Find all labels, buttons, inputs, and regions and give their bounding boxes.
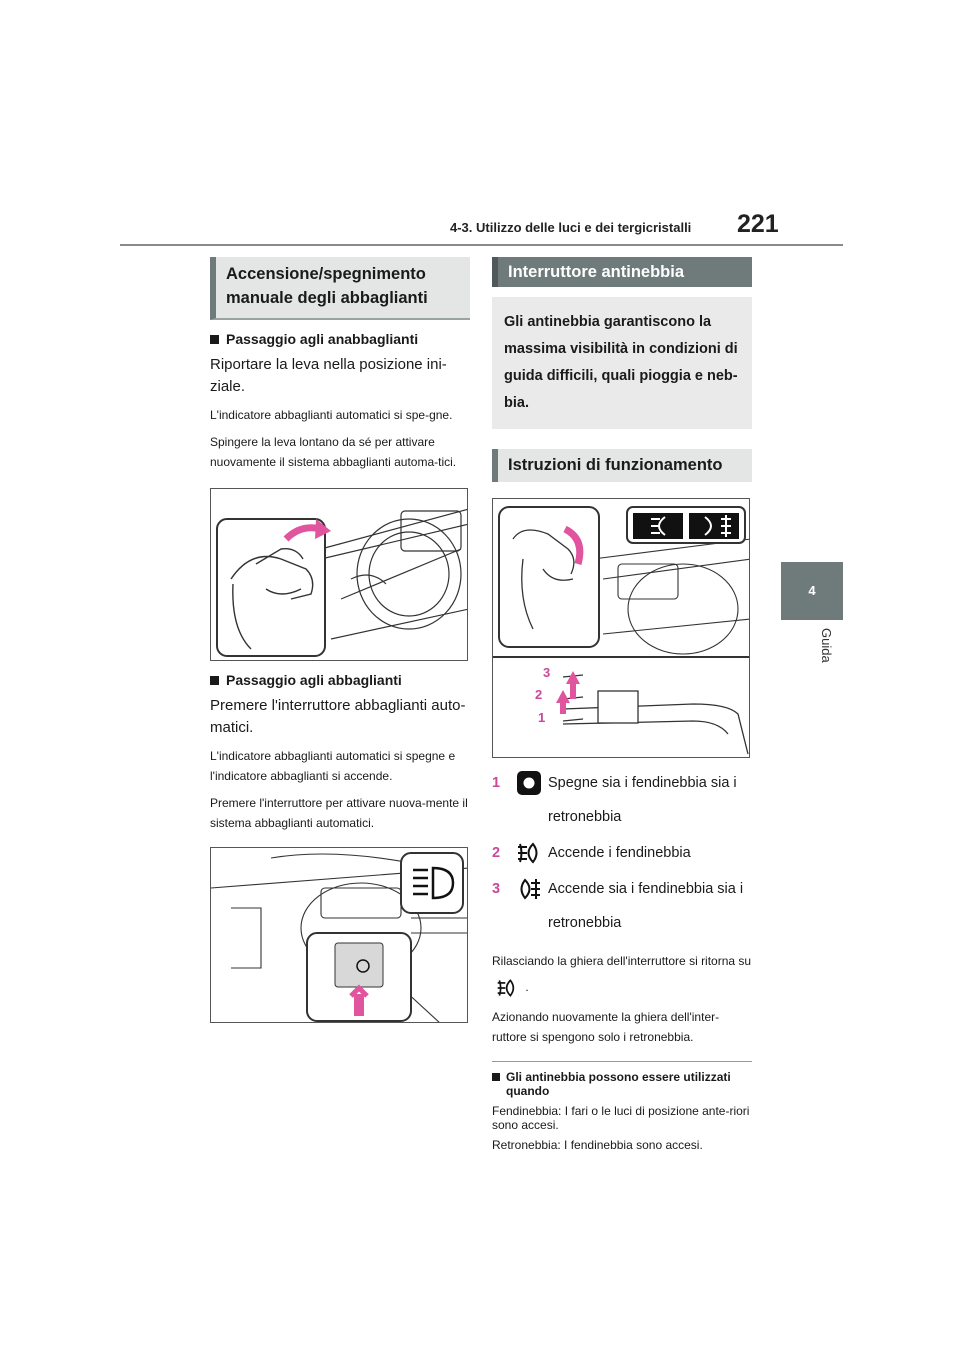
list-item-3: 3 Accende sia i fendinebbia sia i retron… <box>492 872 752 940</box>
square-bullet-icon <box>492 1073 500 1081</box>
fog-switch-illustration: 3 2 1 <box>493 506 749 755</box>
note-high-beam-1: L'indicatore abbaglianti automatici si s… <box>210 749 456 783</box>
release-note: Rilasciando la ghiera dell'interruttore … <box>492 948 752 1000</box>
figure-label-2: 2 <box>535 687 542 702</box>
subheading-low-beam: Passaggio agli anabbaglianti <box>210 330 470 348</box>
section-title-high-beam: Accensione/spegnimento manuale degli abb… <box>210 257 470 320</box>
right-column: Interruttore antinebbia Gli antinebbia g… <box>492 257 752 1152</box>
square-bullet-icon <box>210 335 219 344</box>
instruction-low-beam: Riportare la leva nella posizione ini-zi… <box>210 356 447 395</box>
note-low-beam-2: Spingere la leva lontano da sé per attiv… <box>210 435 457 469</box>
intro-box: Gli antinebbia garantiscono la massima v… <box>492 297 752 429</box>
note-divider <box>492 1061 752 1062</box>
page-number: 221 <box>737 210 779 238</box>
numbered-list: 1 Spegne sia i fendinebbia sia i retrone… <box>492 766 752 940</box>
square-bullet-icon <box>210 676 219 685</box>
figure-fog-switch: 3 2 1 <box>492 498 750 758</box>
header-divider <box>120 244 843 246</box>
left-column: Accensione/spegnimento manuale degli abb… <box>210 257 470 1023</box>
section-title-instructions: Istruzioni di funzionamento <box>492 449 752 482</box>
switch-illustration <box>211 852 467 1022</box>
instruction-high-beam: Premere l'interruttore abbaglianti auto-… <box>210 697 466 736</box>
note-rear-fog: Retronebbia: I fendinebbia sono accesi. <box>492 1138 703 1152</box>
figure-label-3: 3 <box>543 665 550 680</box>
figure-lever-pull <box>210 488 468 661</box>
list-item-2: 2 Accende i fendinebbia <box>492 836 752 870</box>
off-icon <box>517 771 541 795</box>
chapter-tab[interactable]: 4 <box>781 562 843 620</box>
figure-label-1: 1 <box>538 710 545 725</box>
running-header: 4-3. Utilizzo delle luci e dei tergicris… <box>450 220 692 235</box>
subheading-high-beam: Passaggio agli abbaglianti <box>210 671 470 689</box>
note-heading: Gli antinebbia possono essere utilizzati… <box>492 1070 752 1098</box>
again-note: Azionando nuovamente la ghiera dell'inte… <box>492 1010 720 1044</box>
rear-fog-icon <box>520 878 540 900</box>
list-item-1: 1 Spegne sia i fendinebbia sia i retrone… <box>492 766 752 834</box>
note-high-beam-2: Premere l'interruttore per attivare nuov… <box>210 796 468 830</box>
lever-illustration <box>216 508 467 657</box>
section-title-fog-switch: Interruttore antinebbia <box>492 257 752 287</box>
front-fog-icon <box>518 842 538 864</box>
figure-auto-high-beam-switch <box>210 847 468 1023</box>
chapter-label: Guida <box>819 628 834 663</box>
front-fog-icon <box>497 978 515 997</box>
note-low-beam-1: L'indicatore abbaglianti automatici si s… <box>210 408 453 422</box>
note-front-fog: Fendinebbia: I fari o le luci di posizio… <box>492 1104 750 1132</box>
